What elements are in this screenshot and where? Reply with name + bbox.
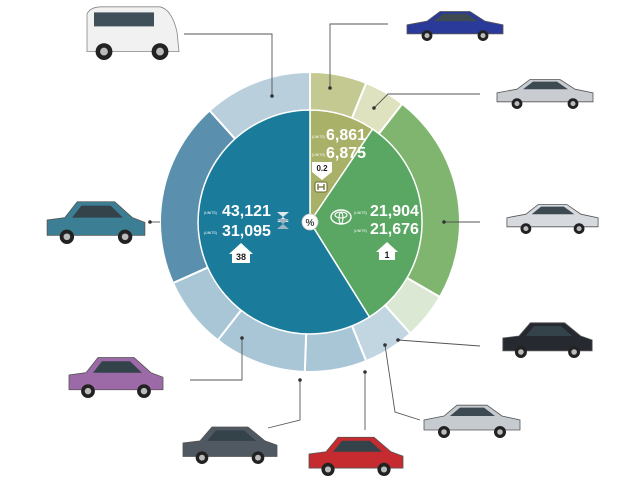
suzuki-change-badge: 38 bbox=[229, 243, 253, 263]
silver-liana-sedan-icon bbox=[423, 404, 521, 438]
honda-logo-icon bbox=[314, 181, 328, 193]
inner-slice-toyota bbox=[309, 128, 423, 319]
toyota-logo-icon bbox=[330, 209, 352, 225]
up-arrow-icon bbox=[376, 242, 398, 260]
suzuki-value-a: 43,121 bbox=[222, 203, 271, 220]
leader-line bbox=[329, 23, 388, 88]
leader-dot bbox=[442, 220, 446, 224]
leader-line bbox=[184, 33, 273, 96]
suzuki-label-group: (UNITS) 43,121 (UNITS) 31,095 38 bbox=[204, 203, 289, 263]
toyota-value-a: 21,904 bbox=[370, 203, 419, 220]
leader-line bbox=[384, 344, 421, 421]
white-bolan-van-icon bbox=[86, 6, 180, 60]
leader-dot bbox=[383, 343, 387, 347]
leader-line bbox=[373, 93, 480, 109]
honda-label-group: (UNITS) 6,861 (UNITS) 6,875 0.2 bbox=[312, 127, 366, 193]
toyota-value-b: 21,676 bbox=[370, 221, 419, 238]
leader-dot bbox=[240, 336, 244, 340]
leader-line bbox=[190, 338, 243, 381]
purple-alto-icon bbox=[68, 357, 164, 398]
leader-dot bbox=[363, 370, 367, 374]
center-percent-label: % bbox=[306, 218, 315, 229]
suzuki-value-b: 31,095 bbox=[222, 223, 271, 240]
suzuki-value-b-unit: (UNITS) bbox=[204, 231, 217, 235]
grey-cultus-icon bbox=[182, 426, 278, 464]
toyota-label-group: (UNITS) 21,904 (UNITS) 21,676 1 bbox=[330, 203, 419, 260]
leader-line bbox=[397, 339, 481, 347]
leader-dot bbox=[396, 338, 400, 342]
teal-mehran-icon bbox=[46, 201, 146, 244]
leader-dot bbox=[328, 86, 332, 90]
suzuki-value-a-unit: (UNITS) bbox=[204, 211, 217, 215]
leader-dot bbox=[270, 94, 274, 98]
honda-change-value: 0.2 bbox=[316, 164, 328, 173]
leader-dot bbox=[148, 220, 152, 224]
black-hatchback-icon bbox=[502, 322, 593, 358]
toyota-value-a-unit: (UNITS) bbox=[354, 211, 367, 215]
suzuki-logo-icon bbox=[277, 212, 289, 229]
honda-value-b-unit: (UNITS) bbox=[312, 153, 325, 157]
honda-change-badge: 0.2 bbox=[312, 162, 332, 180]
toyota-change-badge: 1 bbox=[376, 242, 398, 260]
red-swift-icon bbox=[308, 436, 404, 476]
car-images bbox=[46, 6, 599, 476]
center-percent-badge bbox=[301, 213, 319, 231]
silver-sedan-icon bbox=[496, 79, 594, 109]
down-arrow-icon bbox=[312, 162, 332, 180]
honda-value-a-unit: (UNITS) bbox=[312, 135, 325, 139]
toyota-change-value: 1 bbox=[384, 250, 389, 260]
leader-dot bbox=[298, 378, 302, 382]
honda-value-b: 6,875 bbox=[326, 145, 366, 162]
leader-line bbox=[267, 380, 301, 429]
leader-dot bbox=[372, 106, 376, 110]
blue-sedan-icon bbox=[406, 11, 504, 41]
honda-value-a: 6,861 bbox=[326, 127, 366, 144]
suzuki-change-value: 38 bbox=[236, 252, 246, 262]
toyota-value-b-unit: (UNITS) bbox=[354, 229, 367, 233]
up-arrow-icon bbox=[229, 243, 253, 263]
leader-lines bbox=[148, 23, 481, 430]
silver-corolla-icon bbox=[506, 204, 599, 234]
